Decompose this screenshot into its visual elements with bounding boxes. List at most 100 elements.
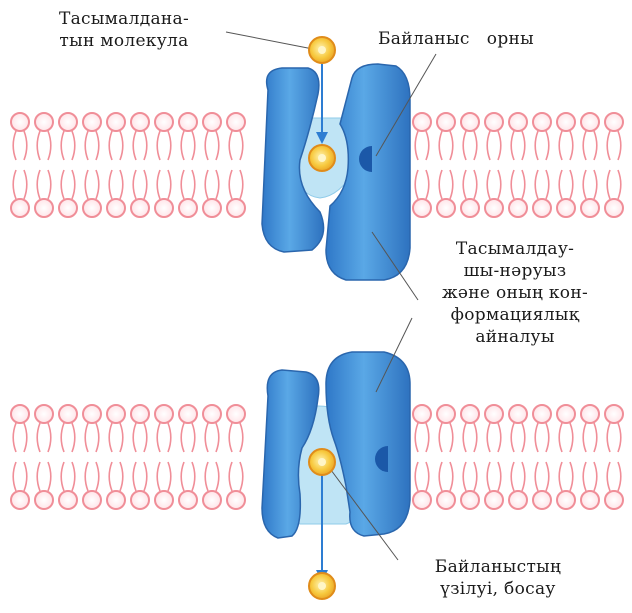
molecule-bound	[309, 145, 335, 171]
lipid-head	[485, 491, 503, 509]
lipid-tail	[192, 170, 195, 199]
lipid-head	[581, 405, 599, 423]
lipid-head	[605, 491, 623, 509]
lipid-head	[59, 491, 77, 509]
lipid-head	[509, 113, 527, 131]
lipid-tail	[522, 423, 525, 452]
lipid-tail	[157, 423, 160, 452]
lipid-head	[437, 491, 455, 509]
lipid-tail	[109, 131, 112, 160]
lipid-head	[59, 113, 77, 131]
lipid-head	[11, 405, 29, 423]
lipid-head	[461, 405, 479, 423]
lipid-head	[413, 405, 431, 423]
lipid-head	[437, 405, 455, 423]
lipid-head	[203, 491, 221, 509]
lipid-head	[413, 491, 431, 509]
lipid-tail	[72, 462, 75, 491]
lipid-tail	[463, 170, 466, 199]
label-molecule-line2: тын молекула	[24, 30, 224, 52]
lipid-tail	[96, 131, 99, 160]
lipid-tail	[48, 423, 51, 452]
lipid-tail	[607, 170, 610, 199]
lipid-tail	[463, 423, 466, 452]
lipid-tail	[192, 423, 195, 452]
molecule-outside	[309, 37, 335, 63]
molecule-exited	[309, 573, 335, 599]
lipid-tail	[205, 423, 208, 452]
lipid-head	[131, 113, 149, 131]
lipid-tail	[618, 423, 621, 452]
lipid-tail	[96, 423, 99, 452]
lipid-head	[557, 199, 575, 217]
lipid-tail	[618, 462, 621, 491]
lipid-head	[605, 113, 623, 131]
lipid-head	[83, 405, 101, 423]
lipid-tail	[109, 462, 112, 491]
lipid-tail	[570, 170, 573, 199]
lipid-head	[509, 491, 527, 509]
lipid-tail	[168, 170, 171, 199]
label-binding-site: Байланыс орны	[378, 28, 534, 50]
lipid-tail	[229, 170, 232, 199]
lipid-head	[155, 405, 173, 423]
lipid-tail	[522, 462, 525, 491]
lipid-tail	[24, 170, 27, 199]
lipid-tail	[450, 462, 453, 491]
lipid-tail	[120, 423, 123, 452]
lipid-head	[203, 199, 221, 217]
label-carrier-protein: Тасымалдау- шы-нәруыз және оның кон- фор…	[404, 238, 626, 348]
lipid-tail	[535, 423, 538, 452]
lipid-head	[227, 491, 245, 509]
lipid-head	[485, 405, 503, 423]
lipid-tail	[157, 462, 160, 491]
lipid-tail	[72, 170, 75, 199]
lipid-head	[413, 113, 431, 131]
lipid-tail	[144, 462, 147, 491]
lipid-head	[485, 113, 503, 131]
lipid-tail	[13, 462, 16, 491]
lipid-tail	[618, 131, 621, 160]
lipid-tail	[85, 462, 88, 491]
lipid-head	[131, 405, 149, 423]
leader-molecule	[226, 32, 318, 50]
lipid-tail	[37, 170, 40, 199]
lipid-head	[203, 113, 221, 131]
lipid-tail	[133, 170, 136, 199]
lipid-head	[557, 113, 575, 131]
lipid-head	[509, 199, 527, 217]
lipid-tail	[133, 462, 136, 491]
lipid-tail	[415, 423, 418, 452]
lipid-tail	[474, 462, 477, 491]
lipid-tail	[535, 170, 538, 199]
lipid-head	[605, 405, 623, 423]
lipid-tail	[85, 170, 88, 199]
lipid-head	[11, 199, 29, 217]
lipid-tail	[498, 462, 501, 491]
lipid-tail	[24, 462, 27, 491]
lipid-head	[11, 491, 29, 509]
lipid-tail	[415, 131, 418, 160]
lipid-head	[179, 199, 197, 217]
lipid-tail	[583, 462, 586, 491]
lipid-head	[533, 199, 551, 217]
lipid-tail	[192, 131, 195, 160]
lipid-tail	[120, 170, 123, 199]
lipid-tail	[120, 462, 123, 491]
lipid-tail	[24, 131, 27, 160]
lipid-tail	[240, 131, 243, 160]
lipid-tail	[559, 170, 562, 199]
lipid-tail	[487, 170, 490, 199]
lipid-tail	[426, 170, 429, 199]
lipid-tail	[474, 170, 477, 199]
lipid-head	[107, 491, 125, 509]
lipid-head	[35, 199, 53, 217]
lipid-tail	[13, 131, 16, 160]
lipid-tail	[463, 462, 466, 491]
lipid-tail	[144, 423, 147, 452]
lipid-tail	[474, 423, 477, 452]
lipid-tail	[439, 423, 442, 452]
lipid-tail	[559, 462, 562, 491]
label-release: Байланыстың үзілуі, босау	[398, 556, 598, 600]
lipid-tail	[522, 131, 525, 160]
